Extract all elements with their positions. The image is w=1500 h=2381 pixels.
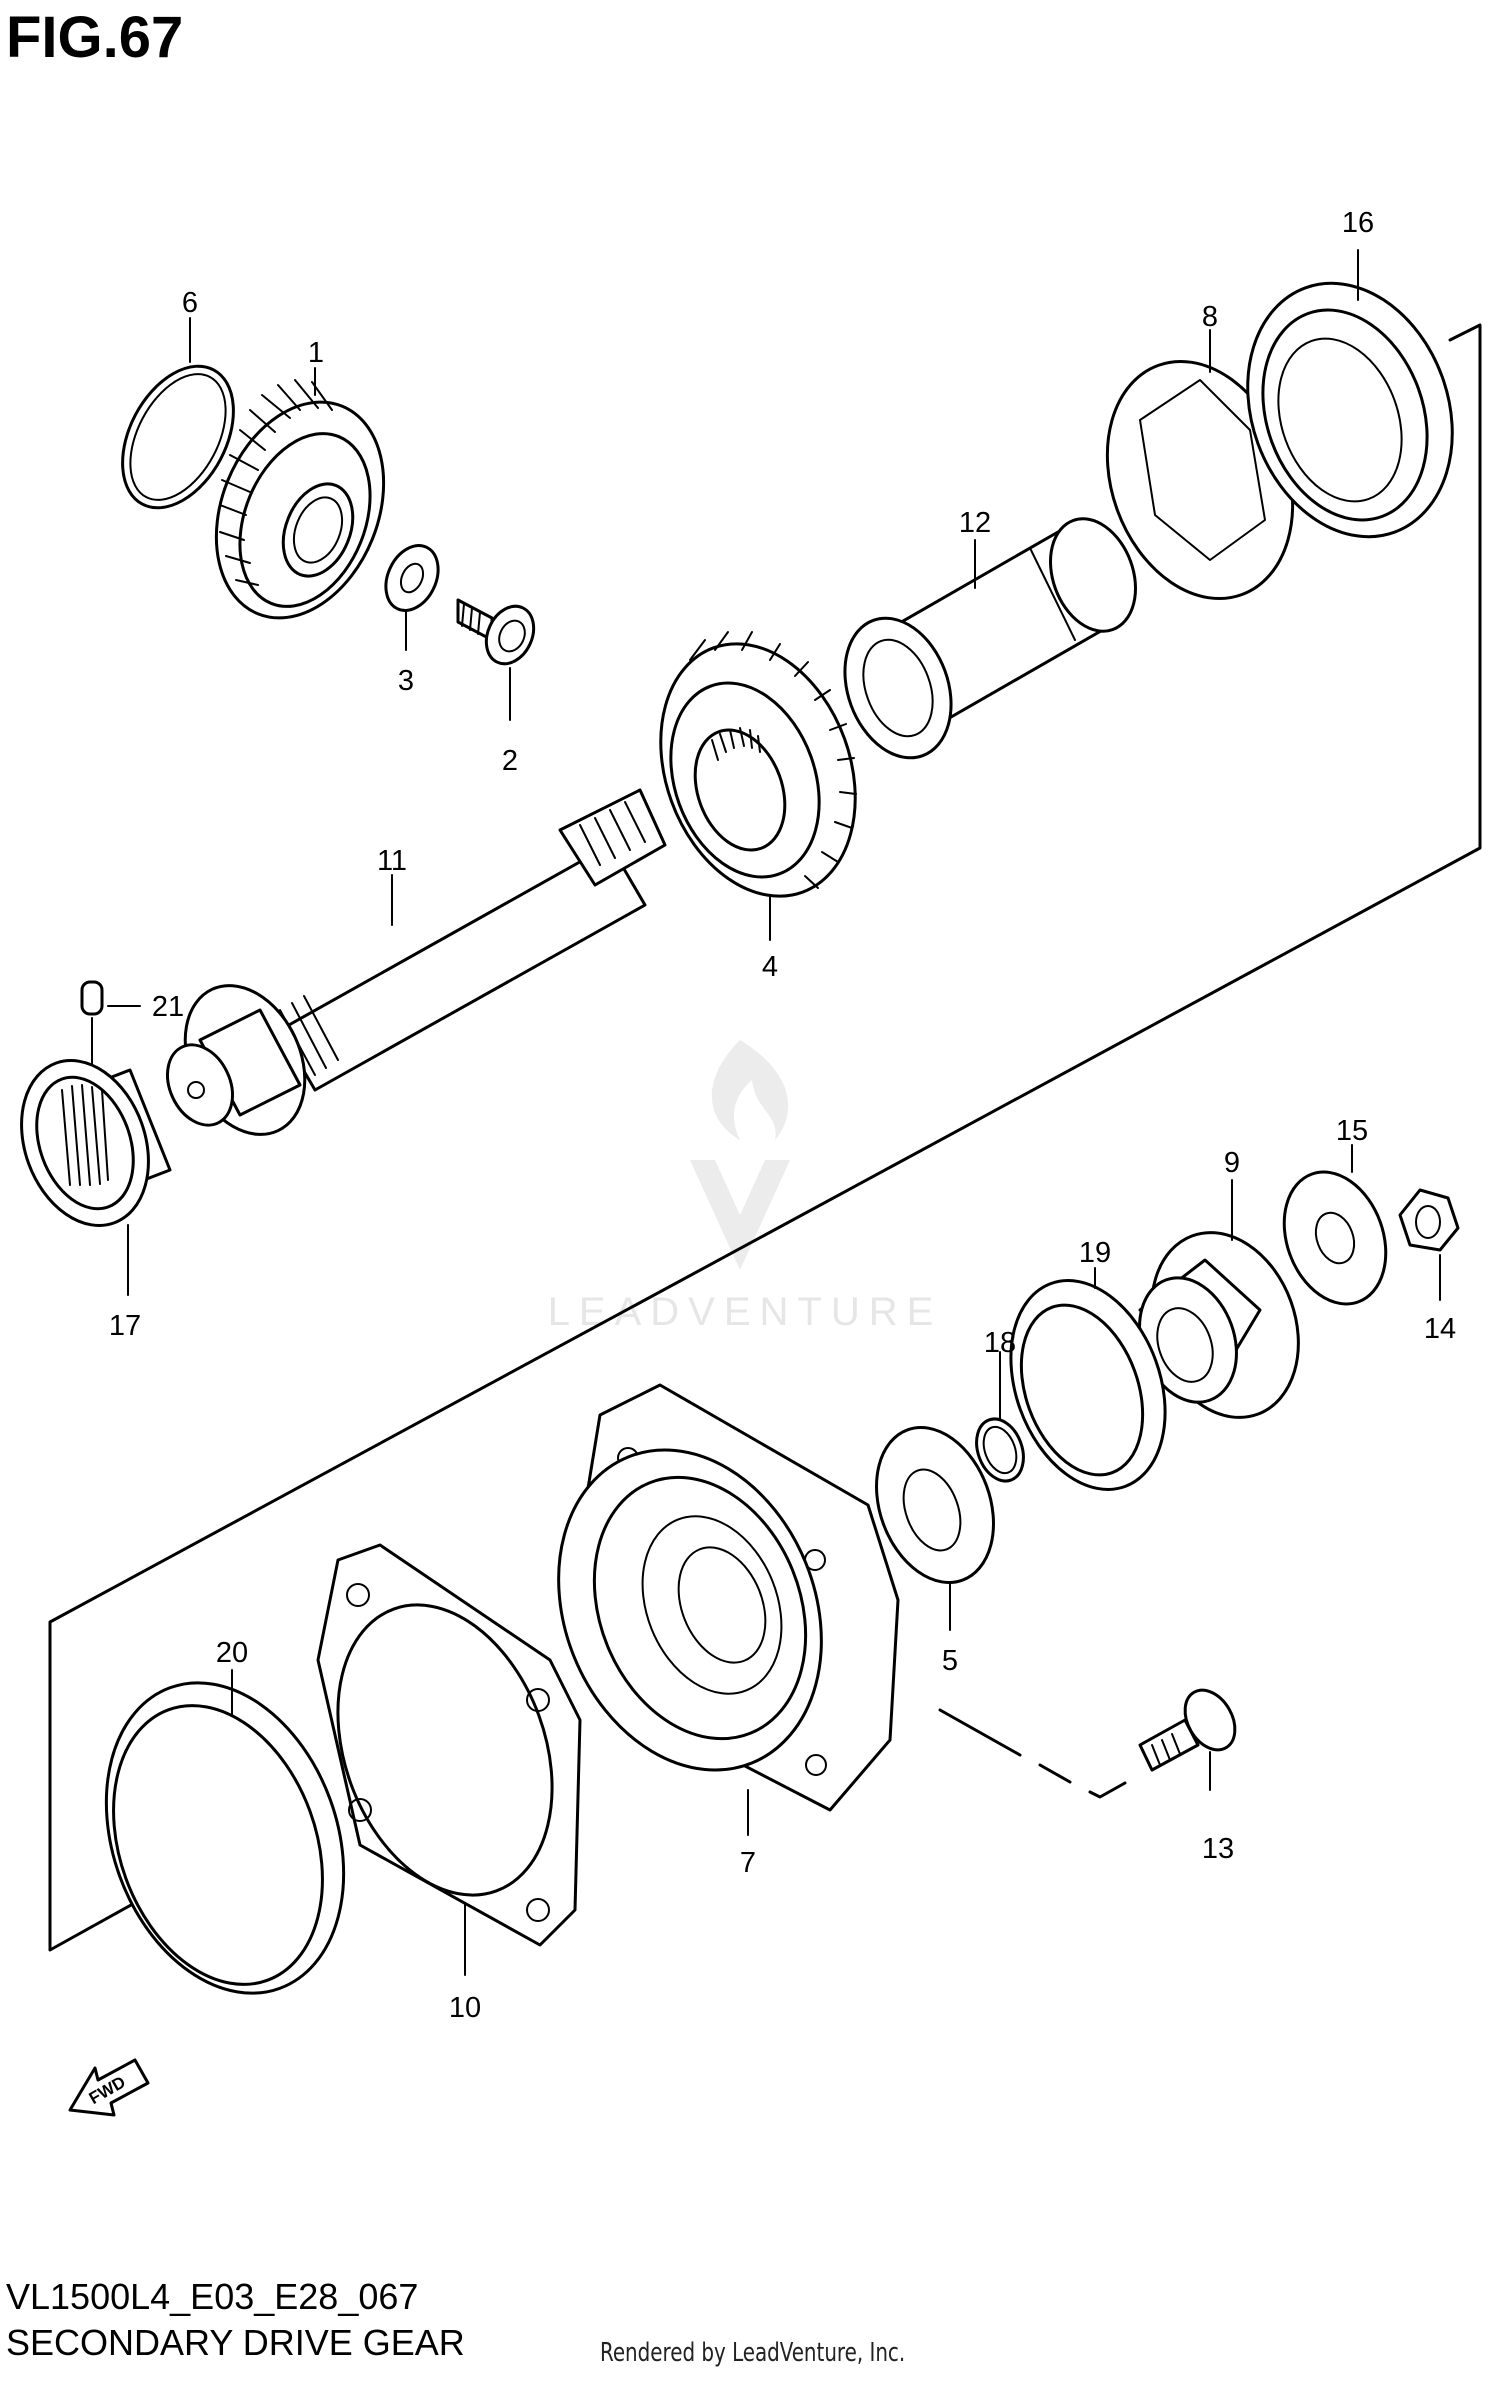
callout-5: 5 [942, 1645, 958, 1677]
callout-17: 17 [109, 1310, 141, 1342]
part-7-housing [557, 1383, 900, 1812]
part-3-washer [384, 544, 440, 612]
part-9-flange [1138, 1231, 1300, 1419]
watermark-text: LEADVENTURE [548, 1290, 943, 1334]
leadventure-watermark: LEADVENTURE [548, 1040, 943, 1334]
callout-19: 19 [1079, 1237, 1111, 1269]
part-19-oil-seal [1009, 1279, 1167, 1491]
part-1-bevel-gear [214, 379, 386, 620]
part-14-nut [1398, 1188, 1460, 1252]
part-11-shaft [166, 788, 667, 1136]
callout-10: 10 [449, 1992, 481, 2024]
callout-15: 15 [1336, 1115, 1368, 1147]
callout-18: 18 [984, 1327, 1016, 1359]
part-12-sleeve [843, 517, 1138, 760]
part-4-bevel-gear [659, 631, 857, 898]
callout-12: 12 [959, 507, 991, 539]
part-17-needle-bearing [20, 1059, 172, 1227]
figure-code: VL1500L4_E03_E28_067 [6, 2276, 419, 2317]
callout-9: 9 [1224, 1147, 1240, 1179]
callout-16: 16 [1342, 207, 1374, 239]
callout-6: 6 [182, 287, 198, 319]
part-10-gasket [316, 1543, 582, 1947]
callout-21: 21 [152, 991, 184, 1023]
fwd-arrow: FWD [68, 2058, 150, 2117]
callout-4: 4 [762, 951, 778, 983]
part-16-oil-seal [1246, 281, 1454, 539]
callout-8: 8 [1202, 301, 1218, 333]
callout-3: 3 [398, 665, 414, 697]
part-5-bearing [875, 1426, 995, 1584]
callout-1: 1 [308, 337, 324, 369]
part-2-bolt [456, 598, 536, 666]
figure-title: FIG.67 [6, 5, 184, 70]
part-20-o-ring [104, 1681, 346, 1995]
callout-7: 7 [740, 1847, 756, 1879]
figure-name: SECONDARY DRIVE GEAR [6, 2322, 465, 2363]
callout-14: 14 [1424, 1313, 1456, 1345]
part-21-pin [80, 980, 104, 1079]
callout-labels: 1 2 3 4 5 6 7 8 9 10 11 12 13 14 15 16 1… [109, 207, 1456, 2024]
part-13-bolt [1138, 1688, 1237, 1772]
part-15-washer [1282, 1170, 1388, 1306]
render-credit: Rendered by LeadVenture, Inc. [600, 2338, 906, 2368]
part-6-o-ring [121, 364, 235, 510]
part-18-circlip [975, 1417, 1025, 1483]
leader-lines [107, 249, 1441, 1976]
callout-20: 20 [216, 1637, 248, 1669]
subassembly-frame [48, 323, 1482, 1952]
callout-2: 2 [502, 745, 518, 777]
callout-13: 13 [1202, 1833, 1234, 1865]
callout-11: 11 [377, 845, 407, 877]
